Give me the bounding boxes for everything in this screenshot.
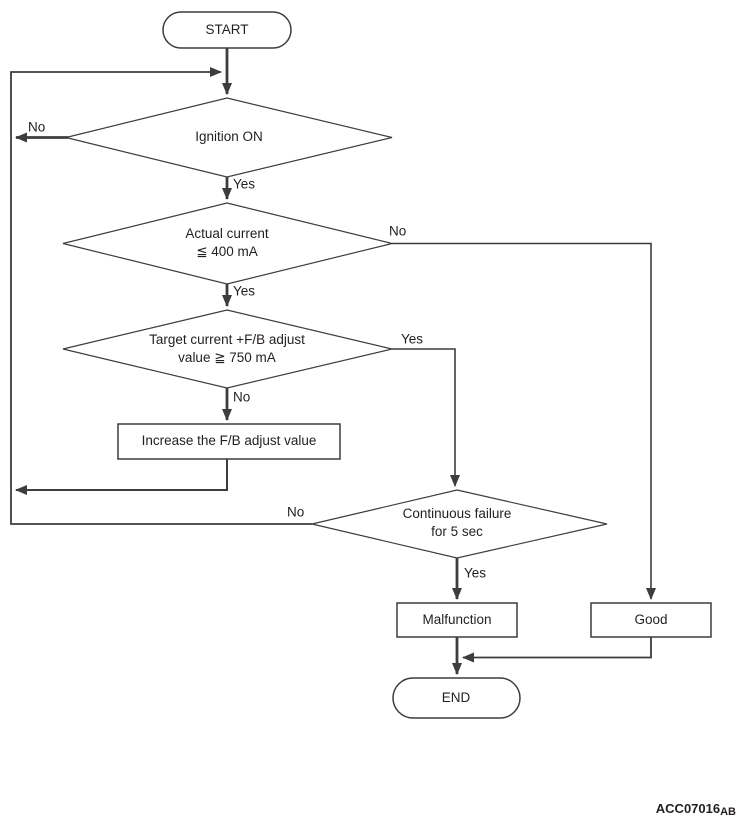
ignition-decision-label: Ignition ON bbox=[195, 129, 263, 144]
figure-code: ACC07016AB bbox=[655, 801, 736, 818]
edge-target-current-yes bbox=[392, 348, 460, 487]
increase-fb-process-shape bbox=[117, 423, 341, 460]
edge-label-continuous-failure-yes: Yes bbox=[464, 565, 487, 581]
continuous-failure-decision-shape bbox=[311, 489, 608, 559]
edge-label-continuous-failure-no: No bbox=[287, 504, 305, 520]
actual-current-decision-label: Actual current ≦ 400 mA bbox=[185, 225, 268, 261]
figure-code-suffix: AB bbox=[720, 806, 736, 818]
ignition-decision-shape bbox=[65, 97, 393, 178]
malfunction-process-label: Malfunction bbox=[422, 612, 492, 627]
actual-current-line2: ≦ 400 mA bbox=[196, 244, 258, 259]
edge-increase-to-loop bbox=[15, 459, 228, 495]
target-current-line1: Target current +F/B adjust bbox=[149, 332, 305, 347]
start-node-shape bbox=[162, 11, 292, 49]
edge-label-target-current-no: No bbox=[233, 389, 251, 405]
edge-label-actual-current-yes: Yes bbox=[233, 283, 256, 299]
edge-label-actual-current-no: No bbox=[389, 223, 407, 239]
increase-fb-process-label: Increase the F/B adjust value bbox=[141, 433, 317, 448]
continuous-failure-decision-label: Continuous failure for 5 sec bbox=[403, 505, 512, 541]
malfunction-process-shape bbox=[396, 602, 518, 638]
target-current-line2: value ≧ 750 mA bbox=[178, 350, 276, 365]
actual-current-decision-shape bbox=[62, 202, 393, 285]
target-current-decision-label: Target current +F/B adjust value ≧ 750 m… bbox=[149, 331, 305, 367]
continuous-failure-line2: for 5 sec bbox=[431, 524, 483, 539]
edge-label-ignition-no: No bbox=[28, 119, 46, 135]
target-current-decision-shape bbox=[62, 309, 393, 389]
good-process-label: Good bbox=[634, 612, 668, 627]
edge-good-to-end bbox=[462, 637, 652, 663]
actual-current-line1: Actual current bbox=[185, 226, 269, 241]
good-process-shape bbox=[590, 602, 712, 638]
end-node-label: END bbox=[441, 690, 471, 705]
start-node-label: START bbox=[205, 22, 249, 37]
edge-label-ignition-yes: Yes bbox=[233, 176, 256, 192]
edge-loop-back bbox=[10, 67, 312, 525]
edge-label-target-current-yes: Yes bbox=[401, 331, 424, 347]
end-node-shape bbox=[392, 677, 521, 719]
figure-code-main: ACC07016 bbox=[655, 801, 721, 816]
edge-actual-current-no bbox=[392, 242, 656, 600]
continuous-failure-line1: Continuous failure bbox=[402, 506, 512, 521]
